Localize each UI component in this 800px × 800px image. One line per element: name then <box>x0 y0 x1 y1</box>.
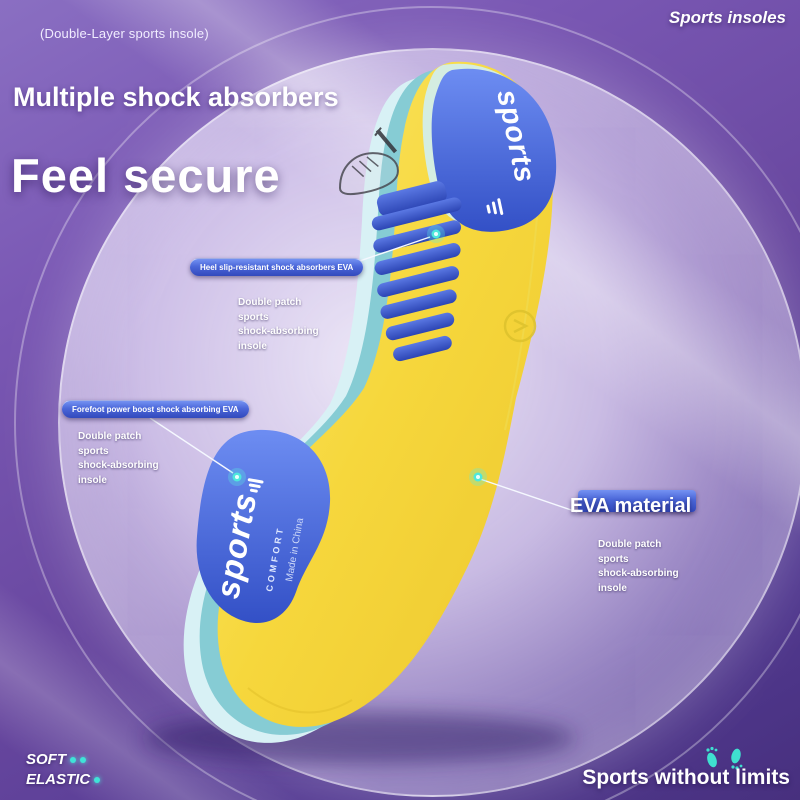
footprints-icon <box>706 746 743 770</box>
callout-detail-line: sports <box>238 311 269 323</box>
callout-detail-line: Double patch <box>238 297 302 308</box>
callout-detail-forefoot: Double patch sports shock-absorbing inso… <box>78 430 159 488</box>
callout-detail-eva: Double patch sports shock-absorbing inso… <box>598 538 679 596</box>
outer-ring-decoration <box>14 6 800 800</box>
callout-detail-heel: Double patch sports shock-absorbing inso… <box>238 296 319 354</box>
accent-dot-icon <box>70 757 76 764</box>
tagline: Sports without limits <box>582 766 790 789</box>
callout-detail-line: shock-absorbing <box>78 460 159 471</box>
callout-detail-line: sports <box>78 445 109 457</box>
callout-detail-line: Double patch <box>598 539 662 550</box>
callout-detail-line: shock-absorbing <box>238 326 319 337</box>
soft-elastic-caption: SOFT ELASTIC <box>26 750 101 789</box>
callout-detail-line: shock-absorbing <box>598 568 679 579</box>
callout-eva: EVA material <box>570 490 730 530</box>
callout-pill-eva <box>578 490 696 512</box>
subtitle-note: (Double-Layer sports insole) <box>40 26 209 41</box>
callout-detail-line: insole <box>238 340 267 352</box>
headline: Multiple shock absorbers <box>13 82 339 112</box>
callout-detail-line: insole <box>598 582 627 594</box>
callout-detail-line: Double patch <box>78 431 142 442</box>
accent-dot-icon <box>80 757 86 764</box>
brand-title: Sports insoles <box>668 8 786 27</box>
callout-pill-heel: Heel slip-resistant shock absorbers EVA <box>190 258 364 276</box>
hero-title: Feel secure <box>11 149 281 202</box>
measuring-sketch-icon <box>339 127 399 196</box>
callout-detail-line: sports <box>598 553 629 565</box>
eva-material-label: EVA material <box>570 495 692 517</box>
accent-dot-icon <box>94 776 101 783</box>
elastic-label: ELASTIC <box>26 770 91 788</box>
callout-detail-line: insole <box>78 474 107 486</box>
soft-label: SOFT <box>26 751 66 768</box>
callout-pill-forefoot: Forefoot power boost shock absorbing EVA <box>62 400 249 418</box>
